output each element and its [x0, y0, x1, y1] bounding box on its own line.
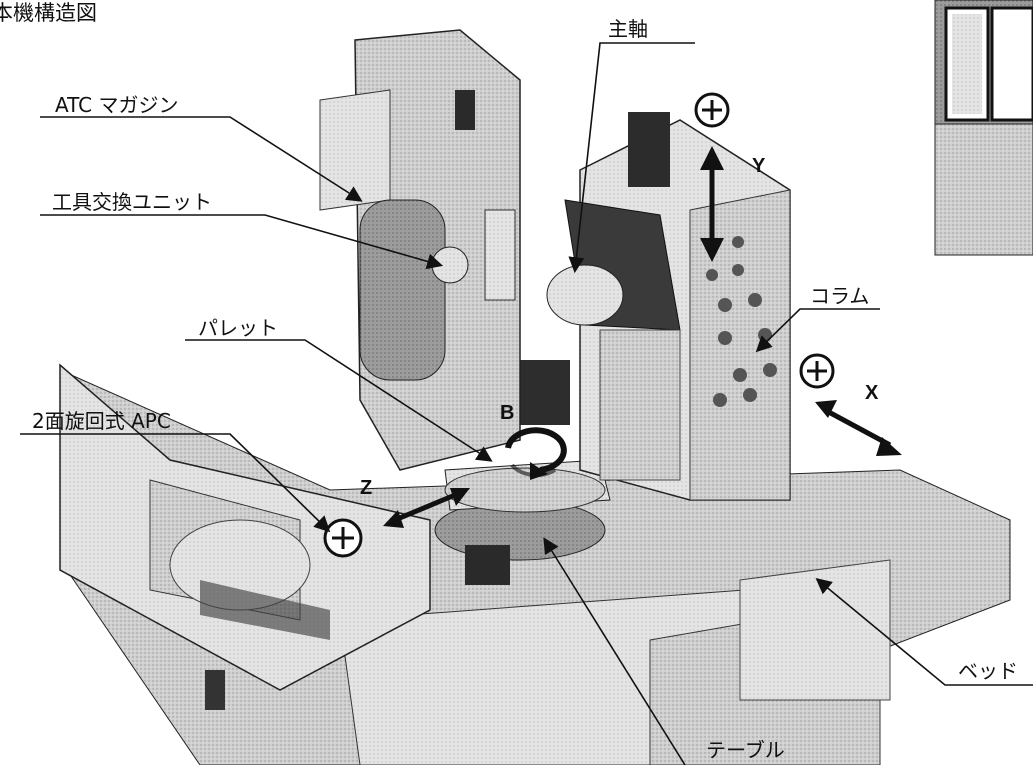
axis-label-x: X	[865, 382, 879, 404]
column-and-spindle	[546, 112, 791, 501]
leader-pallet	[185, 339, 493, 462]
label-table: テーブル	[706, 738, 785, 762]
axis-label-z: Z	[360, 477, 373, 499]
label-atc-magazine: ATC マガジン	[55, 93, 179, 117]
control-cabinet	[934, 0, 1033, 256]
plus-circle-icon-x	[799, 353, 835, 389]
y-axis-arrow	[700, 146, 724, 262]
label-bed: ベッド	[958, 659, 1018, 683]
leader-column	[755, 308, 880, 353]
label-column: コラム	[810, 284, 870, 308]
label-pallet: パレット	[198, 316, 278, 340]
atc-magazine	[319, 29, 521, 471]
axis-label-b: B	[500, 402, 515, 424]
leader-atc-magazine	[40, 116, 363, 202]
leader-spindle	[568, 42, 695, 274]
rotation-arrow-icon	[505, 427, 567, 480]
leader-bed	[815, 577, 1033, 686]
plus-circle-icon-z	[323, 518, 363, 558]
x-axis-arrow	[815, 400, 902, 456]
label-spindle: 主軸	[608, 17, 648, 41]
axis-label-y: Y	[752, 155, 766, 177]
label-tool-change-unit: 工具交換ユニット	[52, 190, 212, 214]
apc-unit	[59, 363, 431, 710]
plus-circle-icon-y	[694, 92, 730, 128]
page-title: 本機構造図	[0, 1, 97, 25]
label-apc: 2面旋回式 APC	[32, 409, 171, 433]
leader-tool-change-unit	[40, 214, 444, 270]
pallet-table	[434, 360, 611, 585]
leader-table	[543, 537, 686, 765]
z-axis-arrow	[383, 488, 470, 528]
leader-apc	[20, 433, 331, 533]
